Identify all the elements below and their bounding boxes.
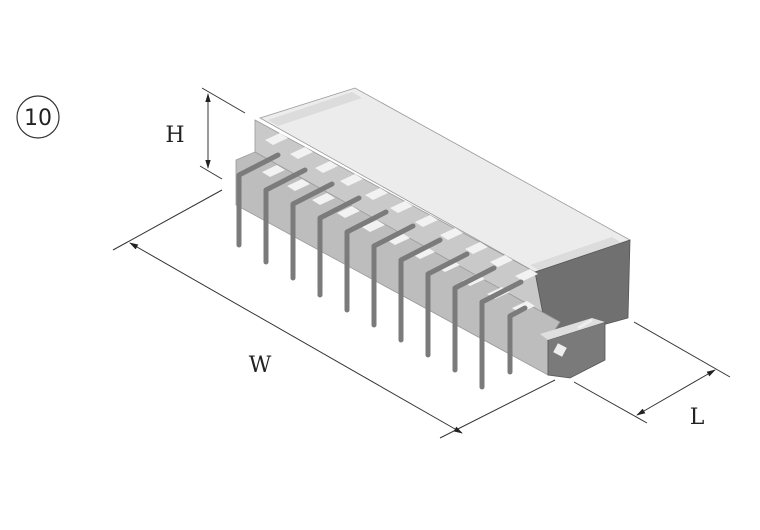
length-label: L <box>690 405 705 430</box>
dimension-height: H <box>165 87 246 180</box>
figure-index-label: 10 <box>24 106 52 131</box>
height-label: H <box>165 123 184 148</box>
width-label: W <box>249 353 272 378</box>
dimension-width: W <box>112 189 556 439</box>
dimension-length: L <box>573 321 731 430</box>
figure-index-badge: 10 <box>16 95 60 139</box>
